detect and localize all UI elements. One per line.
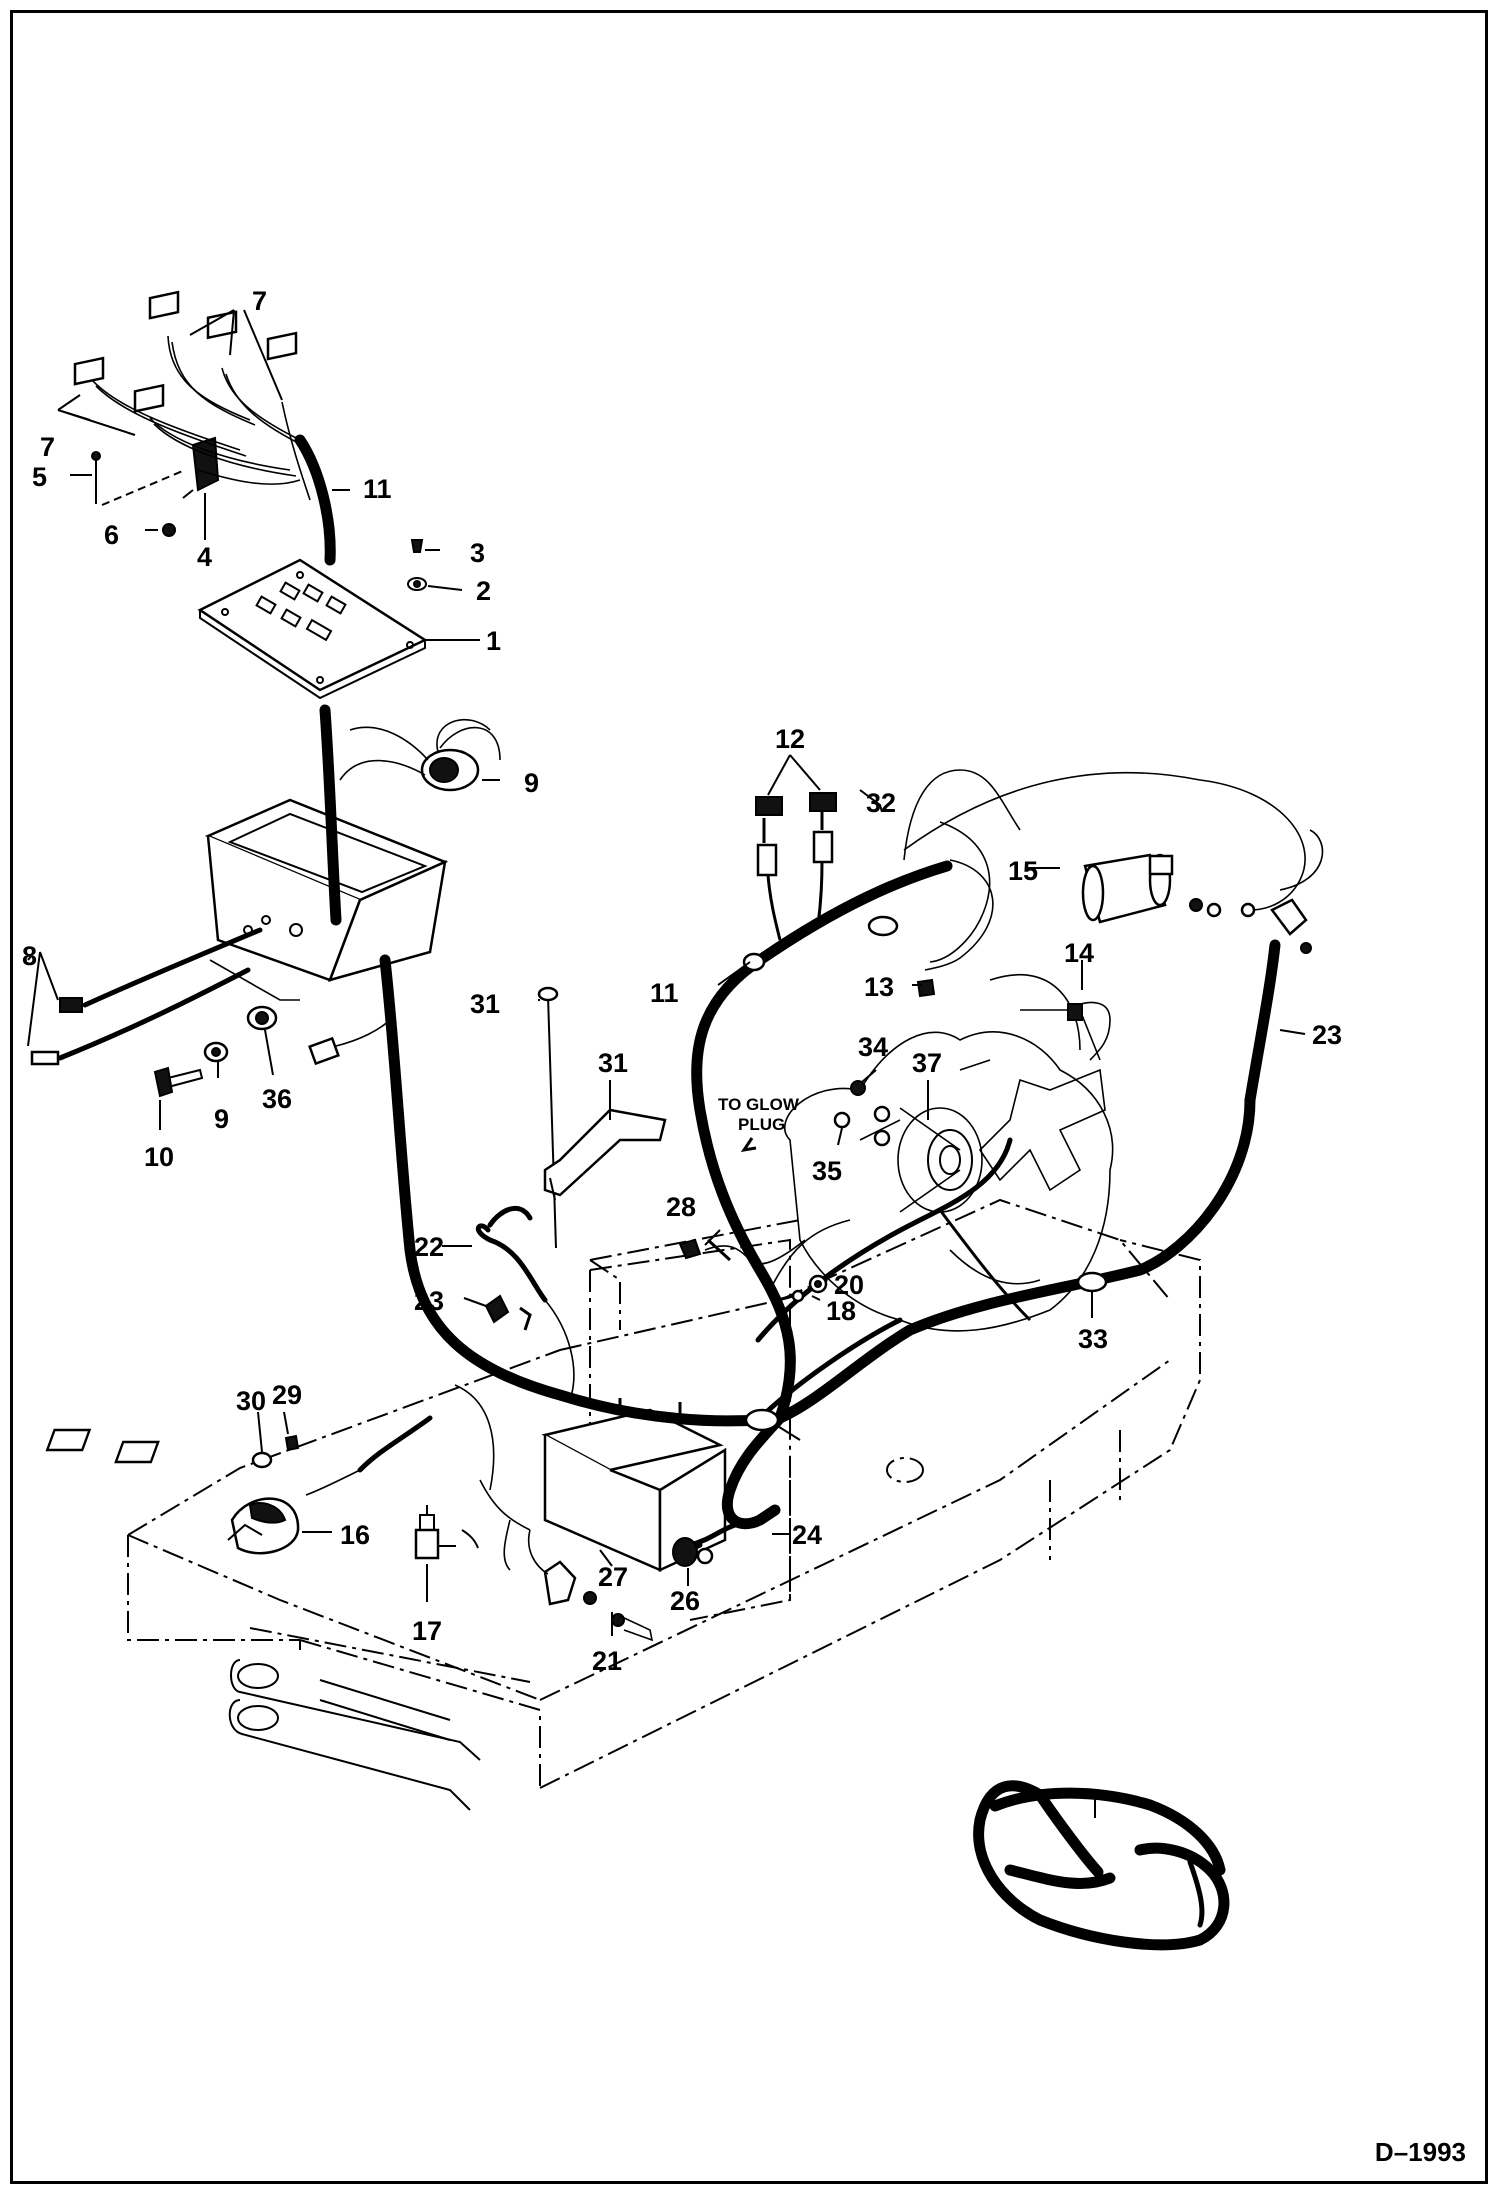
- callout-19: 20: [834, 1270, 864, 1300]
- callout-30: 30: [236, 1386, 266, 1416]
- callout-28: 31: [598, 1048, 628, 1078]
- callout-22: 23: [414, 1286, 444, 1316]
- callout-11: 11: [650, 978, 679, 1008]
- machine-frame: [127, 1198, 1201, 1811]
- callout-7: 7: [40, 432, 55, 462]
- callout-8: 8: [22, 941, 37, 971]
- relay-sockets: [755, 792, 837, 941]
- callout-14: 14: [1064, 938, 1094, 968]
- callout-16: 16: [340, 1520, 370, 1550]
- callout-31: 32: [866, 788, 896, 818]
- callout-34: 36: [262, 1084, 292, 1114]
- starter-motor: [1081, 853, 1312, 954]
- callout-31: 33: [1078, 1324, 1108, 1354]
- drawing-number: D–1993: [1374, 2137, 1466, 2167]
- harness-coil: [973, 1780, 1230, 1951]
- callout-9: 9: [524, 768, 539, 798]
- callout-23: 23: [1312, 1020, 1342, 1050]
- callout-20: 21: [592, 1646, 622, 1676]
- callout-23: 24: [792, 1520, 822, 1550]
- callout-numbers: 7 7 5 6 4 11 3 2 1 9 8 9 36 10 31 31 12 …: [22, 286, 1342, 1676]
- callout-6: 6: [104, 520, 119, 550]
- callout-15: 15: [1008, 856, 1038, 886]
- console-box: [30, 718, 501, 1098]
- callout-5: 5: [32, 462, 47, 492]
- leader-lines: [27, 309, 1306, 1818]
- callout-32: 34: [858, 1032, 888, 1062]
- callout-1: 1: [486, 626, 501, 656]
- callout-11: 11: [363, 474, 392, 504]
- callout-25: 27: [598, 1562, 628, 1592]
- callout-29: 29: [272, 1380, 302, 1410]
- switch-panel-assembly: [73, 290, 428, 700]
- battery-box: [45, 1238, 791, 1621]
- callout-33: 35: [812, 1156, 842, 1186]
- callout-10: 10: [144, 1142, 174, 1172]
- callout-27: 31: [470, 989, 500, 1019]
- callout-18: 18: [826, 1296, 856, 1326]
- callout-2: 2: [476, 576, 491, 606]
- callout-24: 26: [670, 1586, 700, 1616]
- callout-13: 13: [864, 972, 894, 1002]
- callout-4: 4: [197, 542, 212, 572]
- small-parts: [227, 978, 1083, 1642]
- callout-17: 17: [412, 1616, 442, 1646]
- glow-plug-label-line2: PLUG: [738, 1115, 785, 1134]
- callout-12: 12: [775, 724, 805, 754]
- callout-3: 3: [470, 538, 485, 568]
- callout-35: 37: [912, 1048, 942, 1078]
- glow-plug-label-line1: TO GLOW: [718, 1095, 800, 1114]
- glow-plug-note: TO GLOW PLUG: [718, 1095, 800, 1153]
- callout-9: 9: [214, 1104, 229, 1134]
- diagram-border: [10, 10, 1488, 2184]
- callout-26: 28: [666, 1192, 696, 1222]
- callout-21: 22: [414, 1232, 444, 1262]
- callout-7: 7: [252, 286, 267, 316]
